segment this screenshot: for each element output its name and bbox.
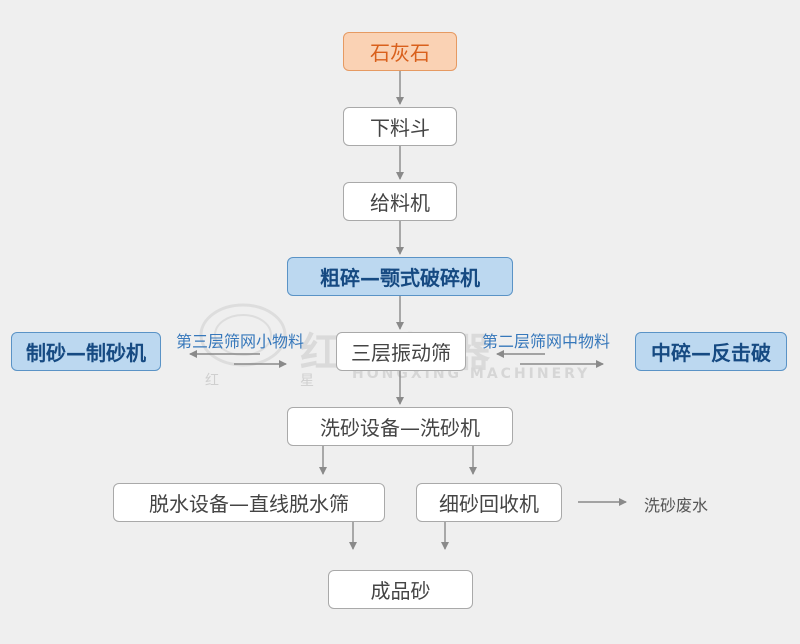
label-third-layer: 第三层筛网小物料 [176, 332, 305, 351]
node-dewatering-screen: 脱水设备—直线脱水筛 [113, 483, 385, 522]
node-fine-sand-recycler: 细砂回收机 [416, 483, 562, 522]
watermark-logo-icon [199, 303, 287, 367]
label-second-layer: 第二层筛网中物料 [482, 332, 611, 351]
node-sand-maker: 制砂—制砂机 [11, 332, 161, 371]
node-vibrating-screen: 三层振动筛 [336, 332, 466, 371]
node-jaw-crusher: 粗碎—颚式破碎机 [287, 257, 513, 296]
node-sand-washer: 洗砂设备—洗砂机 [287, 407, 513, 446]
node-finished-sand: 成品砂 [328, 570, 473, 609]
node-feeder: 给料机 [343, 182, 457, 221]
node-limestone: 石灰石 [343, 32, 457, 71]
watermark-char-left: 红 [205, 373, 219, 389]
label-waste-water: 洗砂废水 [644, 496, 709, 515]
node-impact-crusher: 中碎—反击破 [635, 332, 787, 371]
watermark-char-right: 星 [300, 373, 314, 389]
node-hopper: 下料斗 [343, 107, 457, 146]
